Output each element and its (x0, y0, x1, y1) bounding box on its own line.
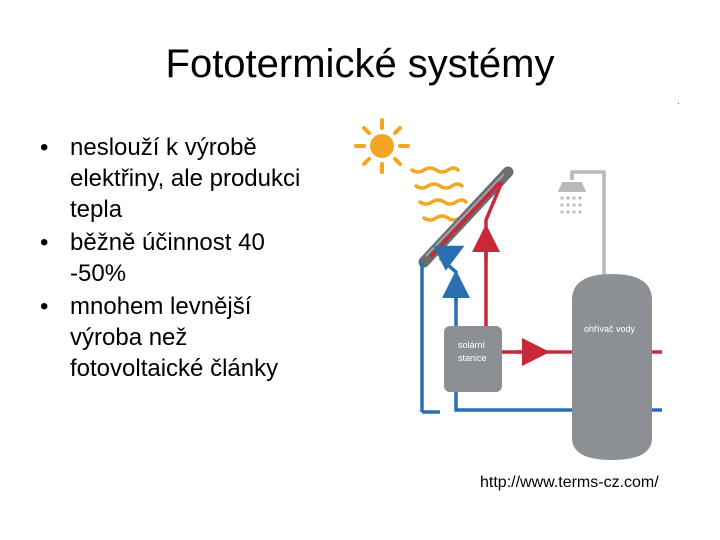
water-heater-label: ohřívač vody (584, 324, 636, 334)
heat-waves-icon (410, 166, 468, 222)
bullet-icon: • (40, 229, 49, 256)
solar-station-label-line1: solární (458, 340, 486, 350)
sun-icon (354, 118, 410, 174)
source-url: http://www.terms-cz.com/ (480, 474, 659, 491)
bullet-icon: • (40, 293, 49, 320)
bullet-item: • běžně účinnost 40 -50% (38, 227, 318, 289)
shower-icon (558, 182, 586, 214)
bullet-text: běžně účinnost 40 -50% (70, 229, 265, 287)
bullet-item: • neslouží k výrobě elektřiny, ale produk… (38, 132, 318, 225)
slide-title: Fototermické systémy (165, 42, 555, 86)
water-pipe (570, 170, 606, 280)
bullet-list: • neslouží k výrobě elektřiny, ale produk… (38, 132, 318, 386)
bullet-icon: • (40, 134, 49, 161)
bullet-text: neslouží k výrobě elektřiny, ale produkc… (70, 134, 301, 223)
water-heater-tank: ohřívač vody (572, 274, 652, 460)
bullet-text: mnohem levnější výroba než fotovoltaické… (70, 293, 279, 382)
bullet-item: • mnohem levnější výroba než fotovoltaick… (38, 291, 318, 384)
solar-thermal-diagram: solární stanice ohřívač vody (354, 118, 662, 460)
solar-station-label-line2: stanice (458, 353, 487, 363)
stray-dot: . (677, 96, 680, 107)
solar-station: solární stanice (444, 326, 502, 392)
